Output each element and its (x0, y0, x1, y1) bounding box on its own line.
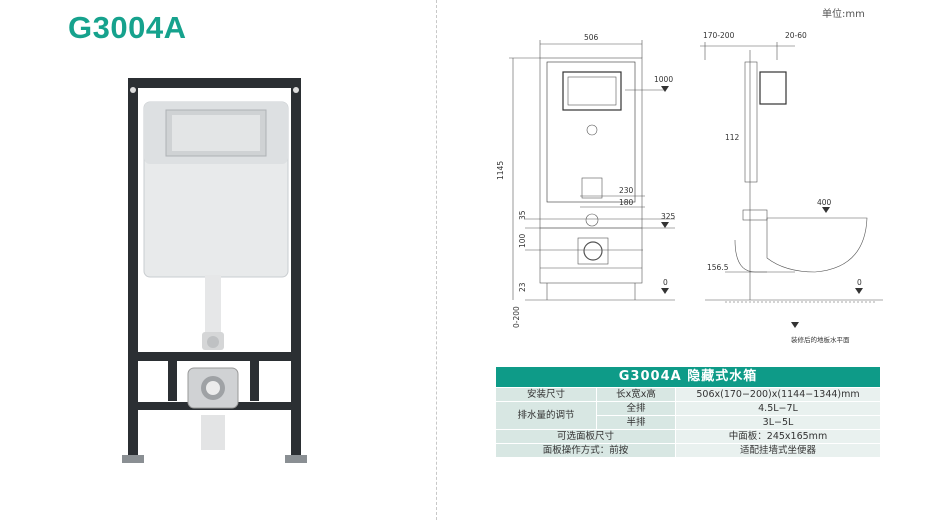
dim-170-200: 170-200 (703, 31, 735, 40)
panel-size-value: 中面板：245x165mm (675, 429, 881, 444)
table-row: 半排 3L−5L (496, 415, 881, 430)
table-row: 安装尺寸 长x宽x高 506x(170−200)x(1144−1344)mm (495, 387, 881, 402)
dim-23: 23 (518, 282, 527, 292)
table-row: 可选面板尺寸 中面板：245x165mm (495, 429, 881, 444)
dim-180: 180 (619, 198, 634, 207)
dim-325: 325 (661, 212, 676, 221)
flush-label: 排水量的调节 (495, 401, 597, 430)
dim-35: 35 (518, 210, 527, 220)
half-flush-value: 3L−5L (675, 415, 881, 430)
install-label: 安装尺寸 (495, 387, 597, 402)
panel-op-value: 适配挂墙式坐便器 (675, 443, 881, 458)
dim-1000: 1000 (654, 75, 673, 84)
dim-0-200: 0-200 (512, 306, 521, 328)
full-flush-value: 4.5L−7L (675, 401, 881, 416)
spec-table: G3004A 隐藏式水箱 安装尺寸 长x宽x高 506x(170−200)x(1… (495, 366, 881, 458)
panel-op-label: 面板操作方式：前按 (495, 443, 676, 458)
technical-drawing: 506 1145 1000 230 180 35 325 100 23 0-20… (496, 31, 883, 344)
dim-zero-right: 0 (857, 278, 862, 287)
table-row: 面板操作方式：前按 适配挂墙式坐便器 (495, 443, 881, 458)
install-value: 506x(170−200)x(1144−1344)mm (675, 387, 881, 402)
table-row: 排水量的调节 全排 4.5L−7L (495, 401, 881, 430)
dim-400: 400 (817, 198, 832, 207)
dim-zero-left: 0 (663, 278, 668, 287)
page-divider (436, 0, 437, 520)
dim-width: 506 (584, 33, 599, 42)
product-photo (122, 78, 307, 463)
dim-100: 100 (518, 233, 527, 248)
dim-20-60: 20-60 (785, 31, 807, 40)
product-model-title: G3004A (68, 10, 187, 45)
spec-table-title: G3004A 隐藏式水箱 (495, 366, 881, 388)
dim-230: 230 (619, 186, 634, 195)
dim-112: 112 (725, 133, 740, 142)
unit-label: 单位:mm (822, 9, 865, 20)
dim-height: 1145 (496, 161, 505, 180)
half-flush-sub: 半排 (596, 415, 676, 430)
panel-size-label: 可选面板尺寸 (495, 429, 676, 444)
install-sub: 长x宽x高 (596, 387, 676, 402)
full-flush-sub: 全排 (596, 401, 676, 416)
dim-156-5: 156.5 (707, 263, 729, 272)
floor-level-note: 装修后的地板水平面 (791, 335, 850, 344)
